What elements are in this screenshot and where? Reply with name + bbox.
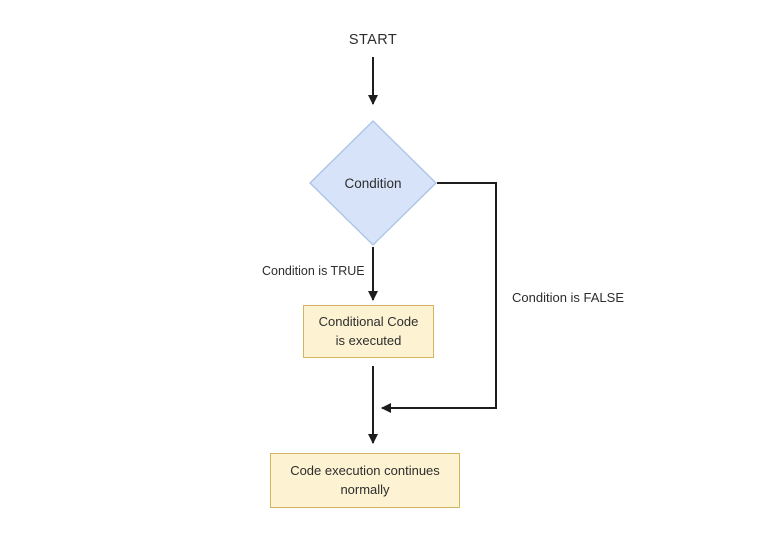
continue-line1: Code execution continues bbox=[290, 463, 440, 479]
condition-node-label: Condition bbox=[344, 175, 402, 191]
conditional-code-node: Conditional Code is executed bbox=[303, 305, 434, 358]
edge-label-true: Condition is TRUE bbox=[262, 264, 365, 278]
conditional-code-line2: is executed bbox=[335, 332, 402, 348]
continue-line2: normally bbox=[340, 481, 390, 497]
edge-label-false: Condition is FALSE bbox=[512, 290, 625, 305]
condition-diamond-shape bbox=[309, 120, 437, 246]
conditional-code-line1: Conditional Code bbox=[318, 314, 419, 330]
edge-condition-false bbox=[381, 182, 497, 413]
continue-node: Code execution continues normally bbox=[270, 453, 460, 508]
start-node: START bbox=[348, 32, 398, 48]
